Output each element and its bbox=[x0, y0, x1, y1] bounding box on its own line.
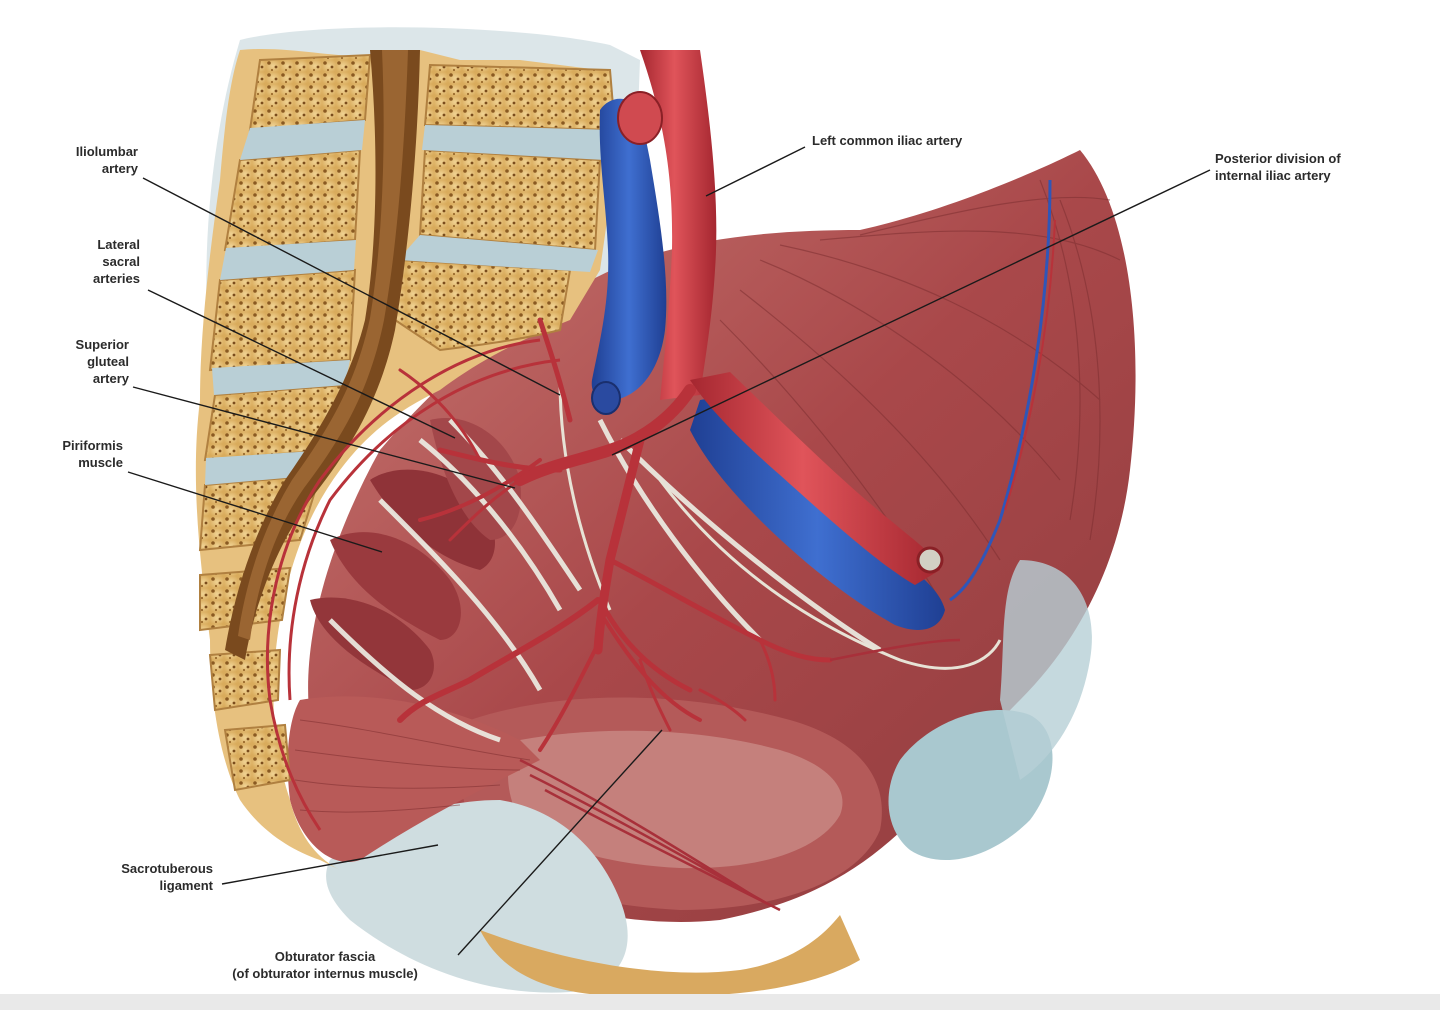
label-sacrotuberous-ligament: Sacrotuberous ligament bbox=[121, 861, 213, 893]
lateral-vessels bbox=[265, 338, 561, 831]
gluteal-muscle-fan bbox=[287, 696, 540, 862]
common-iliac-artery bbox=[640, 50, 717, 400]
fascia-strands bbox=[328, 418, 882, 743]
leader-superior-gluteal bbox=[132, 386, 516, 489]
label-piriformis-muscle: Piriformis muscle bbox=[62, 438, 123, 470]
label-iliolumbar-artery: Iliolumbar artery bbox=[75, 144, 138, 176]
label-left-common-iliac-artery: Left common iliac artery bbox=[812, 133, 963, 148]
spinal-canal-inner bbox=[238, 50, 408, 640]
leader-iliolumbar bbox=[142, 177, 561, 396]
internal-iliac-branches bbox=[397, 317, 833, 752]
spinal-canal bbox=[225, 50, 420, 660]
artery-cut-right bbox=[916, 546, 944, 574]
bottom-bar bbox=[0, 994, 1440, 1010]
leader-obturator-fascia bbox=[457, 729, 663, 956]
obturator-fascia bbox=[508, 730, 843, 869]
common-iliac-vein bbox=[591, 98, 667, 401]
leader-left-common-iliac bbox=[705, 146, 806, 197]
label-obturator-fascia: Obturator fascia (of obturator internus … bbox=[232, 949, 418, 981]
right-thin-vessels bbox=[949, 179, 1056, 602]
artery-cut-top bbox=[617, 91, 663, 145]
label-lateral-sacral-arteries: Lateral sacral arteries bbox=[93, 237, 140, 286]
vein-cut-end bbox=[591, 381, 621, 415]
label-posterior-division: Posterior division of internal iliac art… bbox=[1215, 151, 1341, 183]
external-iliac-vein bbox=[690, 395, 945, 630]
right-tissue-haze bbox=[1000, 560, 1092, 780]
lower-bone-rim bbox=[480, 915, 860, 997]
leader-sacrotuberous bbox=[221, 844, 439, 885]
gluteal-fibers bbox=[294, 719, 531, 813]
muscle-fibers bbox=[719, 179, 1121, 601]
leader-lines bbox=[127, 146, 1211, 956]
piriformis-bundles bbox=[310, 418, 521, 690]
leader-posterior-division bbox=[611, 169, 1211, 456]
vertebral-bodies bbox=[198, 53, 617, 792]
leader-lateral-sacral bbox=[147, 289, 456, 439]
external-iliac-artery bbox=[690, 372, 940, 585]
label-superior-gluteal-artery: Superior gluteal artery bbox=[75, 337, 129, 386]
nerve-white bbox=[558, 379, 1002, 670]
sacrotuberous-ligament bbox=[326, 800, 628, 993]
leader-piriformis bbox=[127, 471, 383, 553]
ischial-cartilage bbox=[888, 710, 1053, 860]
obturator-vessels bbox=[519, 638, 961, 912]
